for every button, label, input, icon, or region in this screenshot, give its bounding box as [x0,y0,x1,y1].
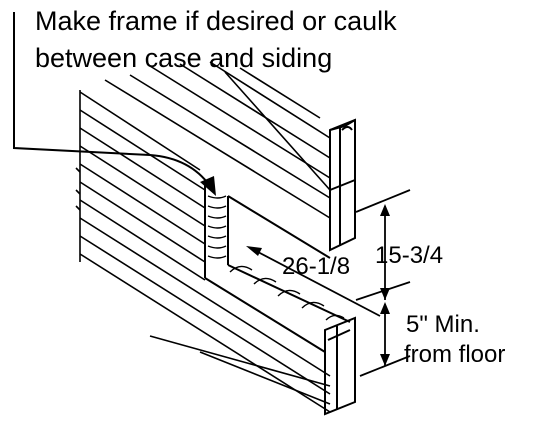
height-dimension-label: 15-3/4 [375,242,443,269]
case-frame-lower [324,316,356,416]
caulk-bead [207,195,345,321]
callout-leader [13,12,211,187]
floor-arrowhead-top [380,302,390,314]
width-dimension-label: 26-1/8 [282,253,350,280]
height-arrowhead-bottom [380,288,390,300]
floor-arrowhead-bottom [380,354,390,366]
width-arrowhead [246,246,262,256]
wall-opening [204,182,351,353]
callout-arrowhead [200,176,216,196]
case-frame-upper [329,118,356,252]
floor-dimension-label-line2: from floor [404,341,505,368]
width-dimension [257,251,381,317]
callout-text-line1: Make frame if desired or caulk [35,6,397,36]
height-arrowhead-top [380,204,390,216]
floor-dimension-label-line1: 5" Min. [406,311,480,338]
callout-text-line2: between case and siding [35,43,332,73]
siding-wall [75,61,331,413]
